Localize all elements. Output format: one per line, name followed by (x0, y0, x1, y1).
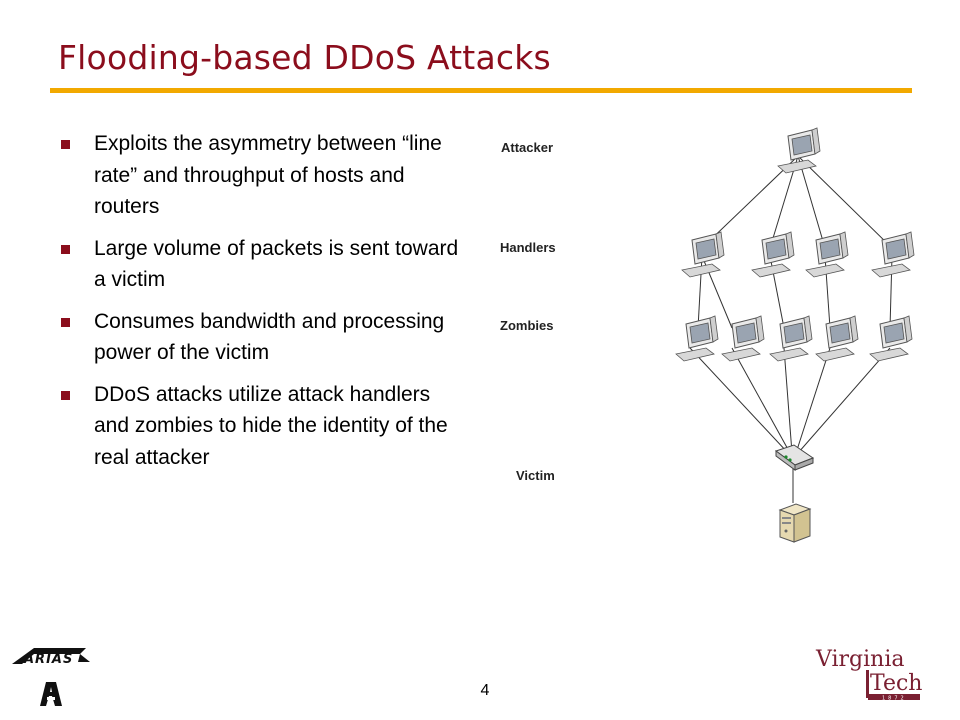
zombie-computer-icon (769, 315, 813, 362)
bullet-text: Large volume of packets is sent toward a… (94, 236, 459, 292)
victim-label: Victim (516, 468, 555, 483)
bullet-text: Consumes bandwidth and processing power … (94, 309, 445, 365)
slide-title: Flooding-based DDoS Attacks (58, 38, 551, 77)
svg-text:ARIAS: ARIAS (23, 652, 73, 667)
attacker-computer-icon (777, 127, 821, 174)
zombie-computer-icon (869, 315, 913, 362)
svg-text:1872: 1872 (882, 696, 907, 702)
title-underline (50, 88, 912, 93)
bullet-text: DDoS attacks utilize attack handlers and… (94, 382, 448, 469)
bullet-text: Exploits the asymmetry between “line rat… (94, 132, 442, 218)
bullet-item: Consumes bandwidth and processing power … (58, 306, 468, 369)
zombies-label: Zombies (500, 318, 553, 333)
bullet-item: Exploits the asymmetry between “line rat… (58, 128, 468, 223)
bullet-list: Exploits the asymmetry between “line rat… (58, 128, 468, 483)
arias-logo-icon: ARIAS (12, 648, 90, 706)
ddos-network-diagram: Attacker Handlers Zombies Victim (500, 127, 915, 543)
bullet-square-icon (61, 317, 70, 327)
handler-computer-icon (871, 231, 915, 278)
zombie-computer-icon (675, 315, 719, 362)
handler-computer-icon (751, 231, 795, 278)
bullet-square-icon (61, 244, 70, 254)
page-number: 4 (480, 682, 490, 699)
virginia-tech-logo-icon: Virginia Tech 1872 (815, 647, 922, 702)
bullet-item: DDoS attacks utilize attack handlers and… (58, 379, 468, 474)
router-icon (774, 444, 815, 471)
bullet-square-icon (61, 140, 70, 149)
zombie-computer-icon (721, 315, 765, 362)
svg-text:Tech: Tech (870, 671, 922, 696)
zombie-computer-icon (815, 315, 859, 362)
handlers-label: Handlers (500, 240, 556, 255)
victim-server-icon (778, 503, 812, 543)
handler-computer-icon (805, 231, 849, 278)
bullet-square-icon (61, 390, 70, 400)
attacker-label: Attacker (501, 140, 553, 155)
bullet-item: Large volume of packets is sent toward a… (58, 233, 468, 296)
svg-text:Virginia: Virginia (815, 647, 905, 672)
handler-computer-icon (681, 231, 725, 278)
